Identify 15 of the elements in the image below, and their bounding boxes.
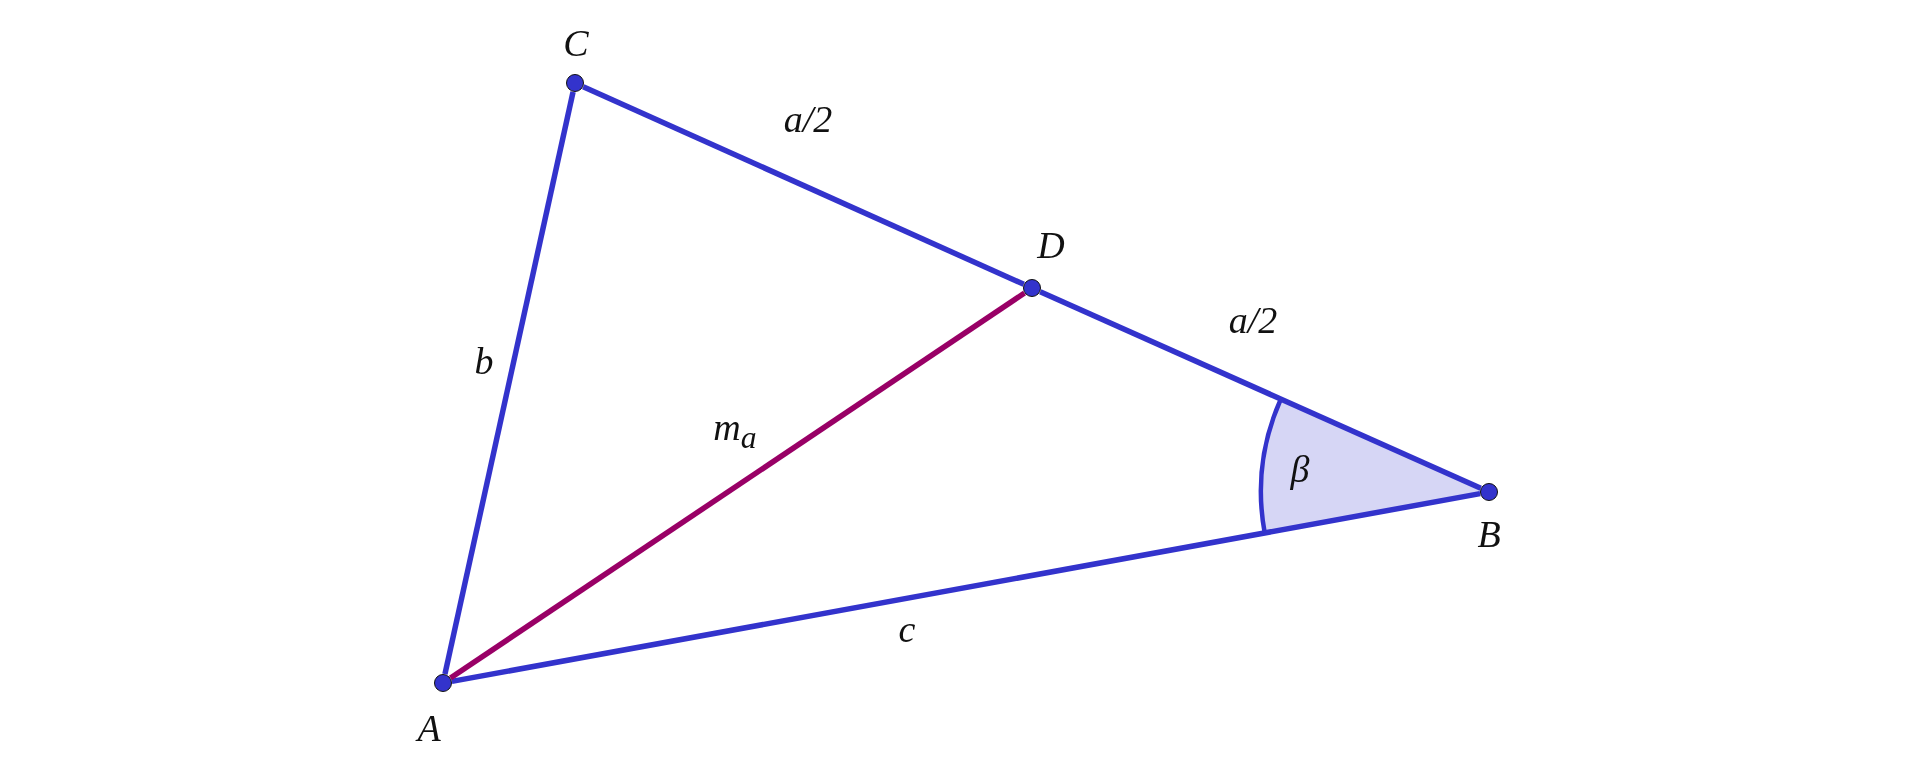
line-segment bbox=[451, 490, 1481, 685]
point-label: D bbox=[1037, 226, 1065, 264]
edge-label: a/2 bbox=[783, 100, 833, 138]
line-segment bbox=[448, 290, 1027, 681]
edge-label: a/2 bbox=[1228, 301, 1278, 339]
line-segment bbox=[582, 84, 1025, 287]
line-segment bbox=[1039, 289, 1482, 491]
edge-label: c bbox=[898, 610, 916, 648]
angle-label: β bbox=[1290, 450, 1310, 488]
edge-label: b bbox=[474, 342, 494, 380]
line-segment bbox=[442, 91, 576, 675]
edge-label: m$_{a}$ bbox=[713, 407, 757, 455]
point-label: B bbox=[1477, 515, 1501, 553]
point-label: C bbox=[563, 24, 589, 62]
point-label: A bbox=[417, 709, 441, 747]
